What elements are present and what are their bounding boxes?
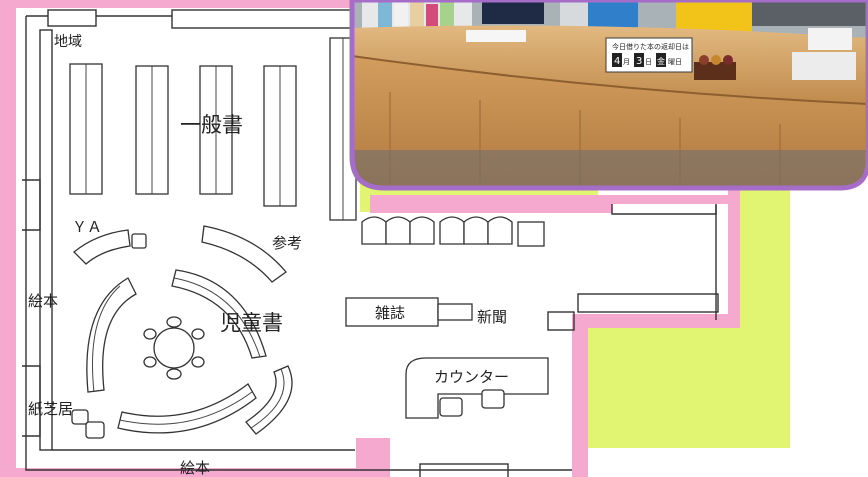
reading-chairs [361,216,545,247]
pink-border [0,0,740,477]
return-date-weekday: 金 [657,56,665,66]
counter-photo: 今日借りた本の返却日は 4 月 3 日 金 曜日 [349,0,868,191]
label-local: 地域 [54,34,82,50]
label-ya: ＹＡ [72,218,102,236]
return-date-sign: 今日借りた本の返却日は 4 月 3 日 金 曜日 [605,37,693,73]
book-shelf [135,65,169,195]
label-general-books: 一般書 [180,113,243,137]
reference-shelf [201,225,287,283]
label-childrens-books: 児童書 [220,311,283,335]
svg-text:日: 日 [645,58,652,66]
arc-shelf-upper-right [171,269,267,359]
highlight-area-right-bottom [586,318,790,448]
arc-shelf-bottom [117,383,257,434]
magazine-rack [345,297,439,327]
newspaper-rack [437,303,473,321]
staff-person [482,0,752,36]
kamishibai-stools [71,409,105,439]
label-kamishibai: 紙芝居 [28,400,73,418]
return-date-sign-title: 今日借りた本の返却日は [612,42,689,51]
label-counter: カウンター [434,368,509,386]
service-counter [405,357,549,419]
arc-shelf-left [86,277,137,393]
book-shelf [199,65,233,195]
childrens-area [71,269,293,439]
label-picture-books-bottom: 絵本 [180,459,210,477]
label-picture-books-left: 絵本 [28,292,58,310]
map-labels: 地域 一般書 ＹＡ 参考 絵本 児童書 雑誌 新聞 紙芝居 カウンター 絵本 [28,34,509,477]
label-magazines: 雑誌 [375,304,405,322]
book-shelf [263,65,297,207]
book-shelf [69,63,103,195]
label-newspapers: 新聞 [477,308,507,326]
return-date-day: 3 [636,56,642,67]
bell-display [694,55,736,80]
svg-text:曜日: 曜日 [668,58,682,66]
round-reading-table [143,316,205,380]
label-reference: 参考 [272,234,302,252]
svg-text:月: 月 [623,58,630,66]
ya-shelf [73,229,147,265]
return-date-month: 4 [614,56,620,67]
